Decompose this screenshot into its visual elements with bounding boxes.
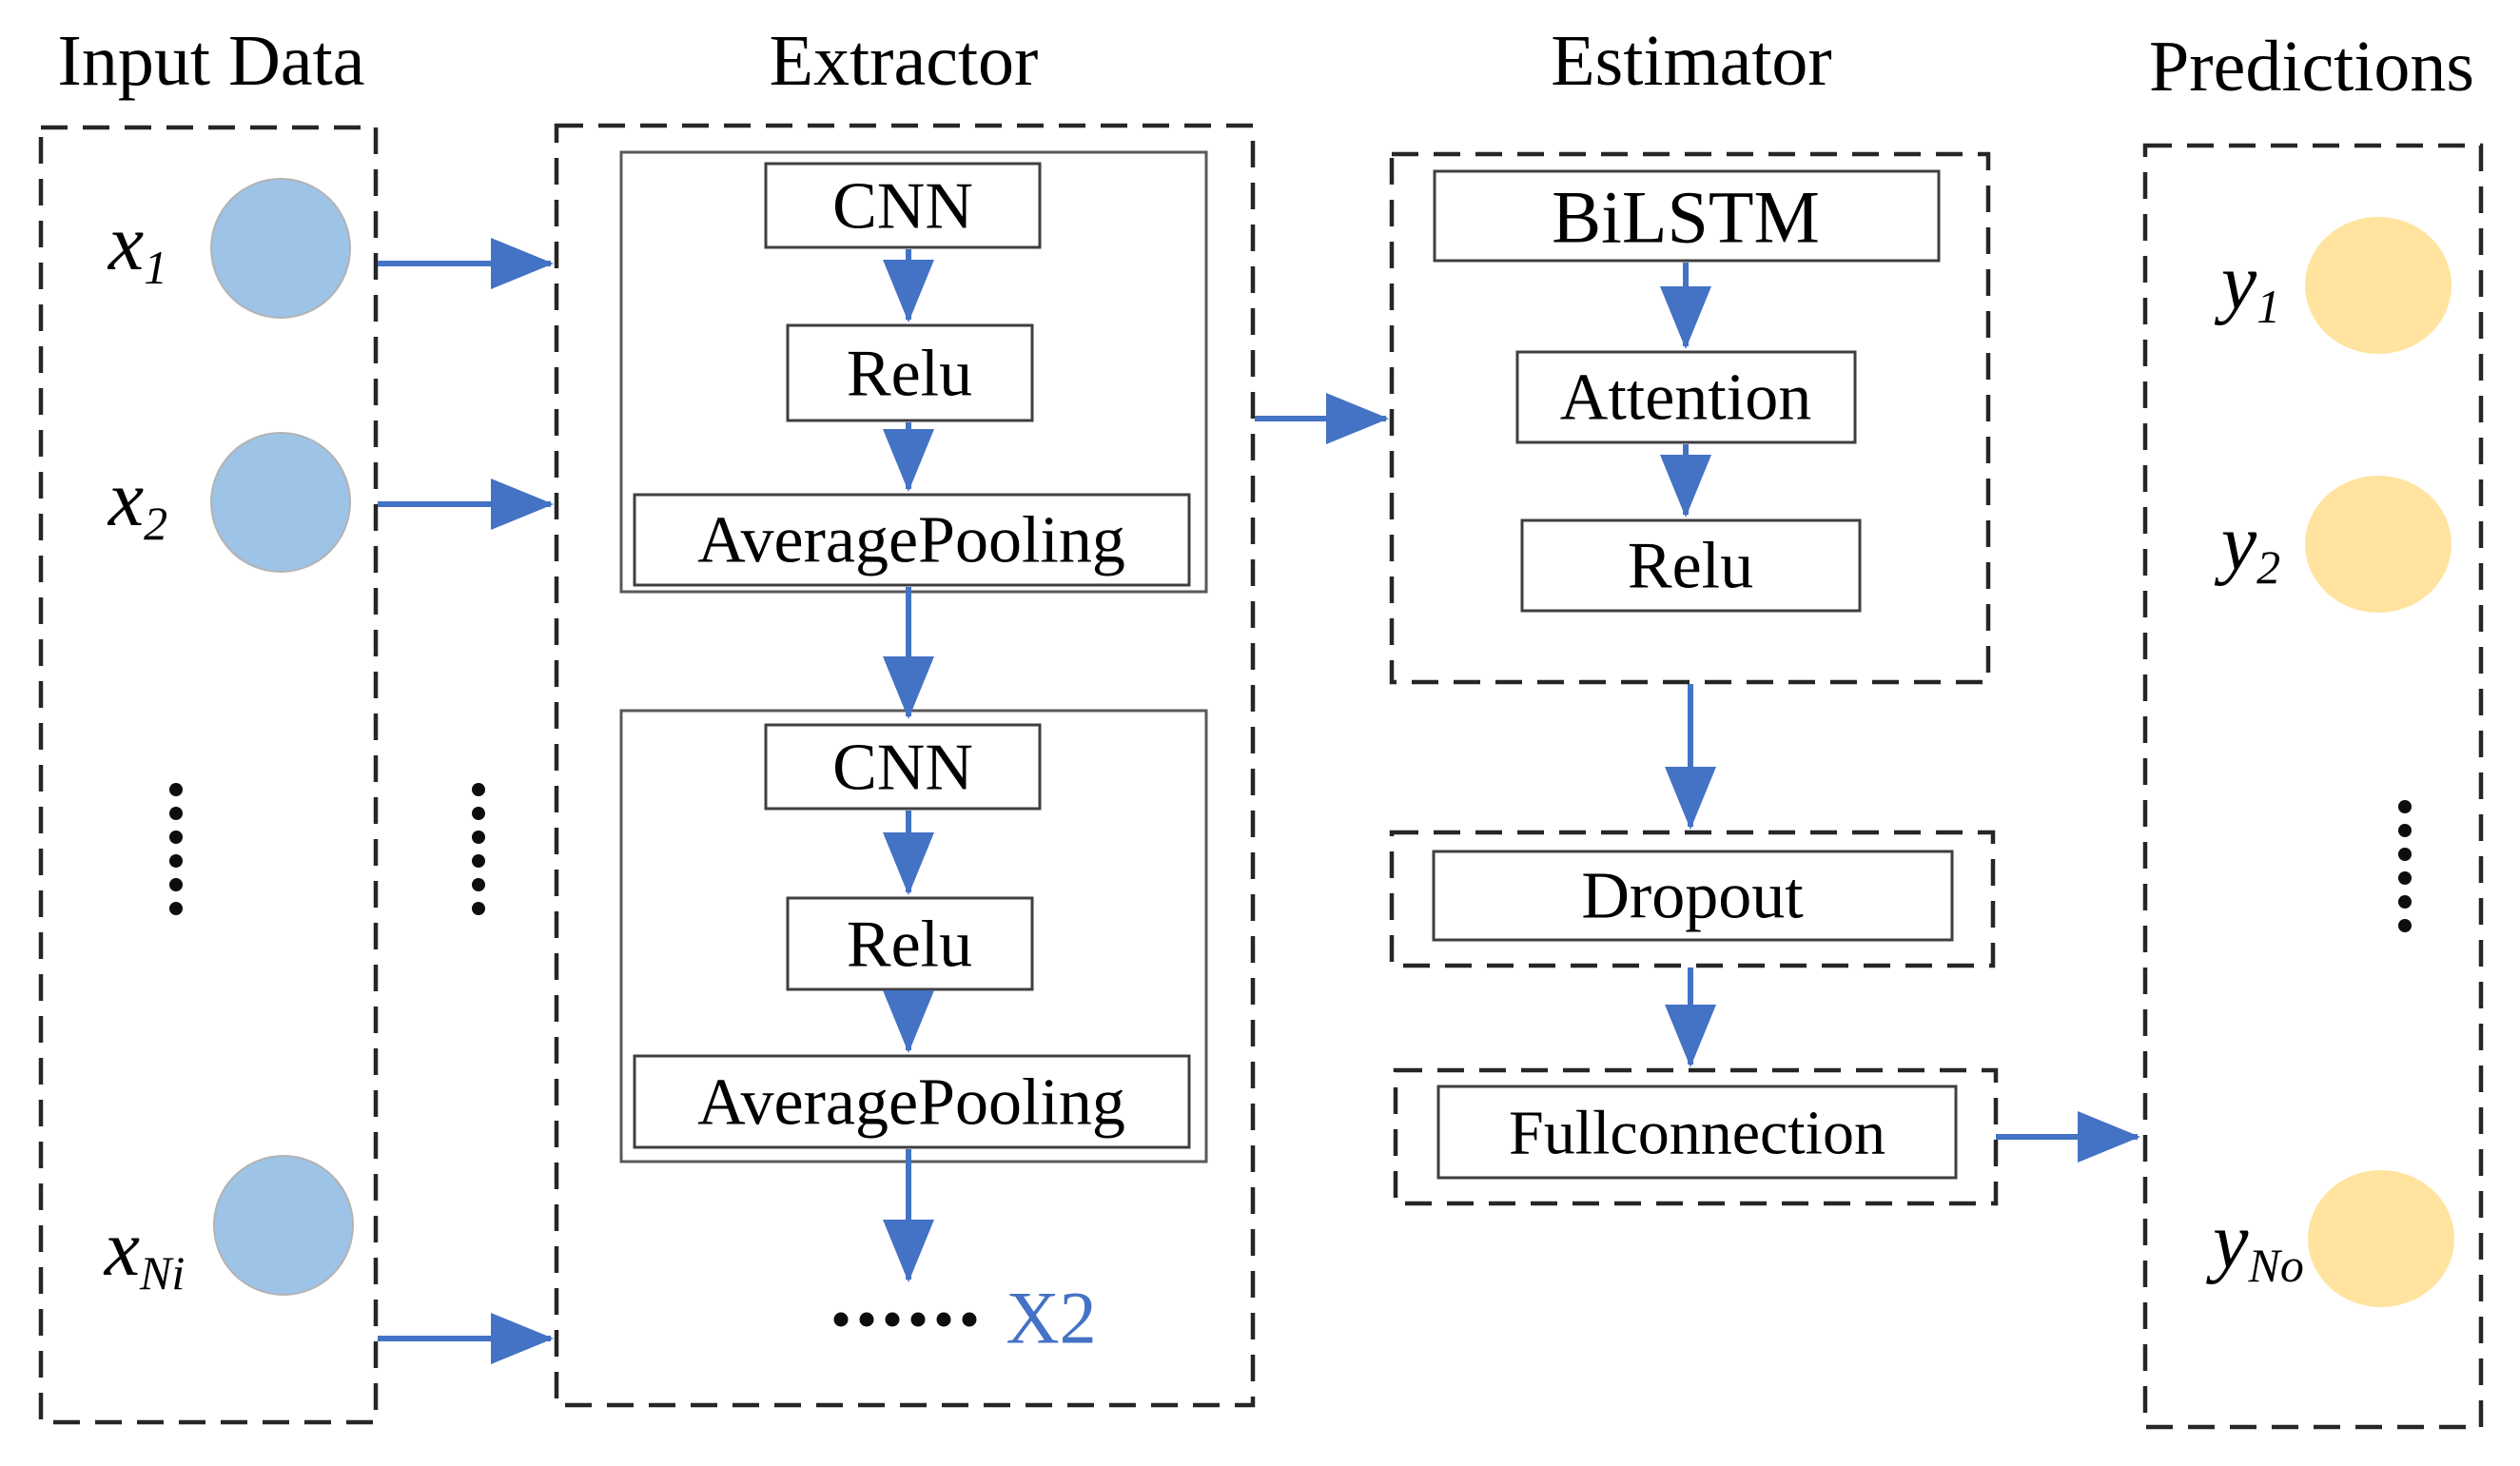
input-node-x2-label: x2 [107,455,167,551]
ellipsis-dot [2398,871,2412,885]
input-data-border [38,125,379,1425]
output-node-yNo-circle [2308,1170,2454,1307]
y2-sub: 2 [2256,540,2280,594]
dropout-panel: Dropout [1389,830,1996,968]
averagepooling-box-1 [633,493,1191,587]
dropout-border [1389,830,1996,968]
input-vertical-ellipsis [169,783,183,915]
estimator-border [1389,151,1991,685]
predictions-vertical-ellipsis [2398,800,2412,932]
ellipsis-dot [962,1312,977,1327]
estimator-panel: Estimator BiLSTM Attention Relu [1389,21,1991,685]
ellipsis-dot [472,854,485,868]
ellipsis-dot [2398,919,2412,932]
input-node-x2-circle [210,432,351,573]
predictions-border [2142,143,2484,1430]
extractor-border [554,123,1256,1408]
ellipsis-dot [169,807,183,820]
attention-box [1515,350,1857,444]
dropout-box [1432,850,1954,942]
input-data-panel: Input Data x1 x2 xNi [38,21,379,1425]
yNo-sub: No [2247,1239,2303,1292]
y1-sub: 1 [2256,280,2280,333]
xNi-base: x [103,1204,140,1293]
ellipsis-dot [2398,895,2412,909]
extractor-title: Extractor [770,21,1039,101]
extractor-panel: Extractor CNN Relu AveragePooling CNN Re… [554,21,1256,1408]
fullconnection-panel: Fullconnection [1393,1067,1999,1206]
relu-label-1: Relu [847,338,972,411]
extractor-conv-block-1: CNN Relu AveragePooling [619,150,1208,594]
x2-sub: 2 [144,497,167,550]
ellipsis-dot [472,807,485,820]
ellipsis-dot [169,783,183,796]
output-node-y1-circle [2305,217,2452,354]
ellipsis-dot [859,1312,874,1327]
input-node-xNi-label: xNi [103,1204,186,1300]
ellipsis-dot [2398,848,2412,861]
ellipsis-dot [169,854,183,868]
input-data-title: Input Data [58,21,365,101]
x1-base: x [107,199,144,287]
ellipsis-dot [2398,824,2412,837]
cnn-box-2 [764,723,1042,811]
x1-sub: 1 [144,241,167,294]
yNo-base: y [2205,1197,2249,1285]
estimator-relu-label: Relu [1628,530,1753,603]
ellipsis-dot [936,1312,951,1327]
ellipsis-dot [169,878,183,891]
y2-base: y [2214,498,2257,587]
estimator-relu-box [1520,518,1862,613]
ellipsis-dot [472,878,485,891]
cnn-label-1: CNN [832,170,973,244]
input-node-xNi-circle [213,1155,354,1296]
averagepooling-box-2 [633,1054,1191,1149]
repeat-x2-label: X2 [1006,1277,1096,1359]
fullconnection-label: Fullconnection [1509,1099,1885,1168]
fullconnection-border [1393,1067,1999,1206]
ellipsis-dot [169,831,183,844]
y1-base: y [2214,238,2257,326]
bilstm-box [1433,169,1941,263]
relu-label-2: Relu [847,909,972,982]
ellipsis-dot [472,783,485,796]
repeat-indicator: X2 [833,1277,1097,1359]
predictions-panel: Predictions y1 y2 yNo [2142,27,2484,1430]
flow-arrows [378,238,2140,1364]
input-node-x1-label: x1 [107,199,167,295]
attention-label: Attention [1560,362,1811,435]
output-node-y2-circle [2305,476,2452,613]
output-node-y1-label: y1 [2214,238,2280,334]
cnn-label-2: CNN [832,732,973,805]
ellipsis-dot [910,1312,926,1327]
x2-base: x [107,455,144,543]
ellipsis-dot [885,1312,900,1327]
ellipsis-dot [833,1312,849,1327]
ellipsis-dot [169,902,183,915]
ellipsis-dot [472,831,485,844]
relu-box-1 [786,323,1034,422]
between-columns-vertical-ellipsis [472,783,485,915]
predictions-title: Predictions [2149,27,2474,107]
input-node-x1-circle [210,178,351,319]
cnn-box-1 [764,162,1042,249]
averagepooling-label-1: AveragePooling [697,504,1125,577]
bilstm-label: BiLSTM [1552,176,1820,259]
relu-box-2 [786,896,1034,991]
averagepooling-label-2: AveragePooling [697,1066,1125,1140]
extractor-conv-block-2: CNN Relu AveragePooling [619,709,1208,1163]
ellipsis-dot [2398,800,2412,813]
xNi-sub: Ni [139,1246,185,1300]
conv-block-1-border [619,150,1208,594]
fullconnection-box [1436,1085,1958,1180]
output-node-yNo-label: yNo [2205,1197,2304,1293]
output-node-y2-label: y2 [2214,498,2280,595]
estimator-title: Estimator [1551,21,1832,101]
ellipsis-dot [472,902,485,915]
dropout-label: Dropout [1581,860,1804,933]
